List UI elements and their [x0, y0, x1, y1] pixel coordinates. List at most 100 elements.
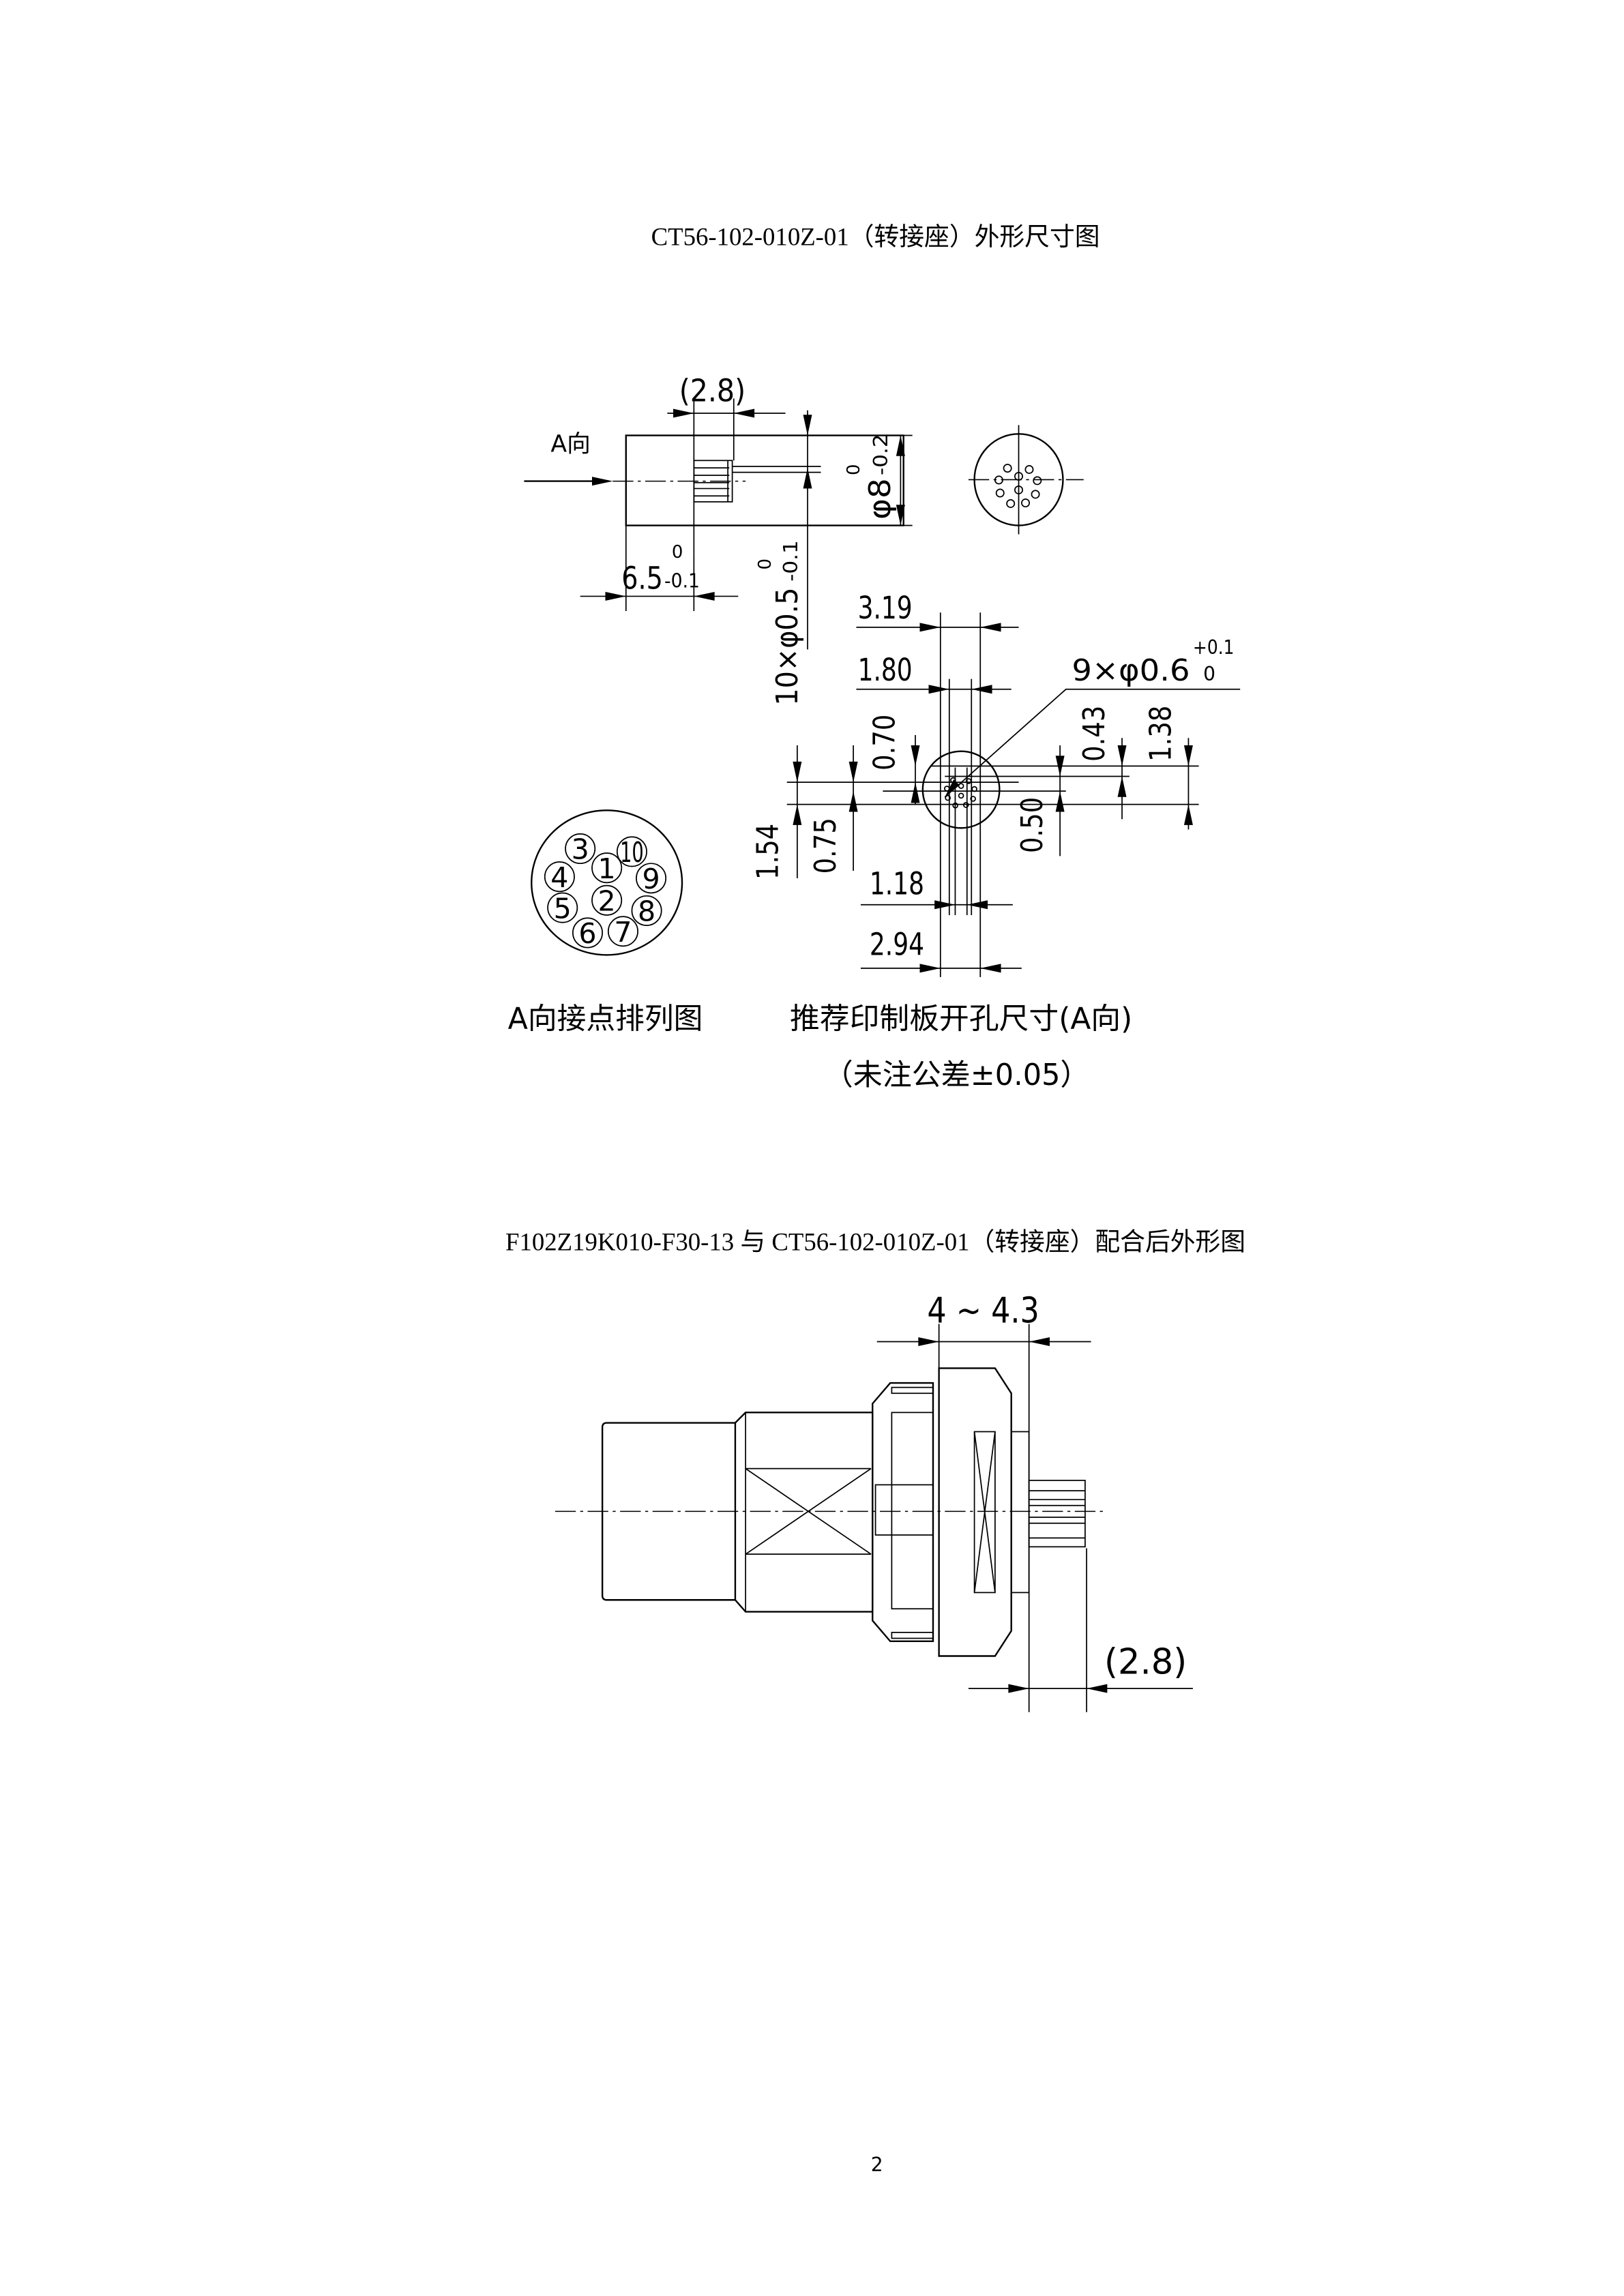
- end-view-hole: [1014, 471, 1024, 481]
- flange: [938, 1367, 1030, 1657]
- pin-number: 10: [620, 836, 644, 869]
- end-view-hole: [1033, 476, 1042, 486]
- arrowhead: [980, 964, 1001, 973]
- pcb-caption: 推荐印制板开孔尺寸(A向): [790, 1002, 1132, 1037]
- pin-contact-circle: [607, 916, 638, 947]
- title-adapter-outline: CT56-102-010Z-01（转接座）外形尺寸图: [651, 222, 1100, 250]
- pcb-outline-circle: [921, 750, 1001, 829]
- arrowhead: [848, 761, 858, 783]
- label-view-a: A向: [550, 430, 590, 458]
- dim-2-94: 2.94: [870, 926, 924, 962]
- arrowhead: [605, 591, 626, 601]
- arrowhead: [918, 1337, 939, 1346]
- pin-number: 6: [578, 917, 596, 950]
- pcb-hole: [958, 783, 964, 789]
- tol-6-5-upper: 0: [672, 542, 683, 563]
- pin-number: 1: [598, 852, 616, 885]
- connector-face: [531, 809, 683, 956]
- pin-number: 4: [550, 861, 568, 894]
- dim-hole-spec: 9×φ0.6: [1072, 654, 1190, 688]
- coupling-nut: [872, 1382, 934, 1643]
- hole-spec-leader: [944, 688, 1241, 798]
- dim-0-75: 0.75: [809, 818, 843, 874]
- dim-1-54: 1.54: [752, 824, 786, 880]
- arrowhead: [934, 900, 956, 910]
- pin-contact-circle: [591, 884, 623, 916]
- pcb-hole: [970, 796, 976, 802]
- pin-contact-circle: [565, 833, 596, 865]
- arrowhead: [911, 782, 920, 803]
- dim-1-38: 1.38: [1144, 706, 1178, 762]
- pin-contact-circle: [616, 836, 647, 867]
- tolerance-note: （未注公差±0.05）: [824, 1058, 1090, 1092]
- pin-contact-circle: [591, 852, 623, 884]
- arrowhead: [793, 761, 802, 783]
- arrowhead: [803, 468, 812, 489]
- hex-body: [734, 1412, 874, 1613]
- dimension-arrowheads: [591, 408, 1193, 1693]
- dim-phi8: φ8: [863, 478, 898, 520]
- end-view-hole: [1024, 464, 1034, 474]
- arrowhead: [591, 477, 613, 486]
- arrowhead: [896, 505, 905, 526]
- arrowhead: [966, 900, 988, 910]
- pin-contact-circle: [572, 917, 604, 949]
- arrowhead: [1055, 756, 1065, 777]
- arrowhead: [793, 804, 802, 825]
- end-view-hole: [1021, 498, 1031, 508]
- dim-1-80: 1.80: [858, 652, 913, 688]
- pin-number: 9: [642, 863, 660, 895]
- tol-hole-upper: +0.1: [1193, 636, 1235, 659]
- arrowhead: [803, 415, 812, 436]
- tol-6-5-lower: -0.1: [664, 569, 700, 592]
- pin-contact-circle: [544, 861, 575, 893]
- end-view-hole: [1014, 485, 1024, 494]
- pin-number: 2: [598, 884, 616, 917]
- pin-number: 7: [614, 916, 632, 949]
- arrowhead: [1117, 745, 1127, 766]
- arrowhead: [673, 408, 694, 418]
- pcb-hole: [958, 792, 964, 799]
- end-view-hole: [1006, 498, 1016, 508]
- arrowhead: [971, 685, 992, 694]
- pcb-hole: [945, 794, 951, 801]
- arrowhead: [980, 623, 1001, 632]
- dim-0-43: 0.43: [1078, 706, 1112, 762]
- arrowhead: [1055, 791, 1065, 812]
- tol-pin-upper: 0: [755, 558, 776, 570]
- arrowhead: [1008, 1684, 1029, 1693]
- end-view-hole: [1031, 490, 1040, 499]
- pcb-pins: [1028, 1480, 1086, 1548]
- dim-2-8: (2.8): [679, 373, 745, 409]
- tol-phi8-lower: -0.2: [870, 434, 892, 475]
- dim-1-18: 1.18: [870, 866, 924, 902]
- body-outline: [625, 434, 904, 526]
- arrowhead: [896, 435, 905, 456]
- pin-number: 8: [638, 895, 655, 928]
- arrowhead: [911, 745, 920, 766]
- dim-6-5: 6.5: [621, 561, 663, 597]
- dim-0-50: 0.50: [1016, 797, 1050, 853]
- arrowhead: [928, 685, 949, 694]
- tol-pin-lower: -0.1: [780, 540, 802, 582]
- arrowhead: [919, 964, 941, 973]
- title-mated-outline: F102Z19K010-F30-13 与 CT56-102-010Z-01（转接…: [505, 1227, 1245, 1255]
- pcb-hole-pattern: 3.19 1.80 1.18 2.94 9×φ0.6 +0.1 0 1.54 0…: [752, 590, 1241, 1092]
- arrowhead: [694, 591, 715, 601]
- pin-contact-circle: [631, 895, 662, 926]
- pin-number: 3: [572, 833, 589, 866]
- arrowhead: [1087, 1684, 1108, 1693]
- dim-4-to-4-3: 4 ~ 4.3: [927, 1290, 1039, 1331]
- dim-2-8-mated: (2.8): [1104, 1641, 1187, 1682]
- end-view: [968, 425, 1084, 535]
- arrowhead: [1183, 745, 1193, 766]
- tol-hole-lower: 0: [1203, 663, 1215, 685]
- pin-arrangement-caption: A向接点排列图: [508, 1002, 703, 1037]
- dim-0-70: 0.70: [868, 715, 902, 771]
- arrowhead: [1117, 776, 1127, 797]
- arrowhead: [1029, 1337, 1050, 1346]
- dim-pin-spec: 10×φ0.5: [771, 587, 805, 705]
- arrowhead: [848, 791, 858, 812]
